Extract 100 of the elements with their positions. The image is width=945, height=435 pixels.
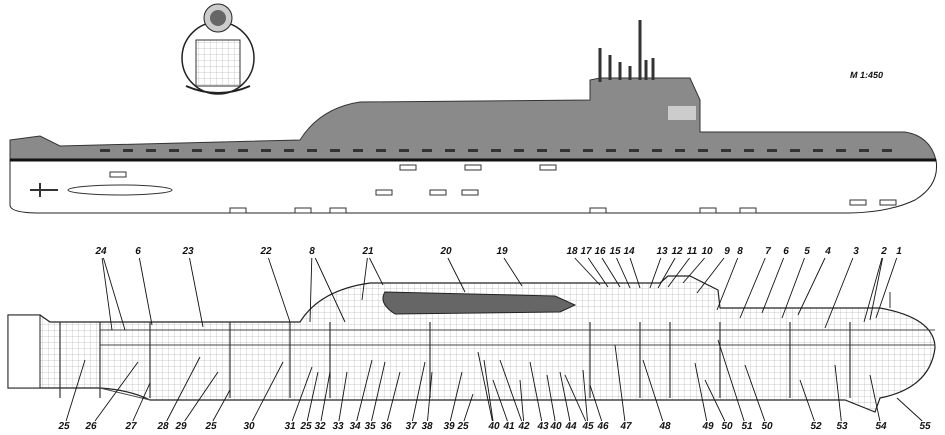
leader-line [864, 258, 882, 322]
leader-line [782, 258, 805, 318]
leader-line [314, 258, 346, 322]
leader-line [716, 258, 738, 310]
leader-line [292, 366, 312, 422]
callout-number: 37 [404, 421, 418, 433]
callout-number: 55 [918, 421, 932, 433]
callout-number: 48 [658, 421, 672, 433]
leader-line [616, 258, 630, 288]
leader-line [212, 390, 230, 422]
leader-line [362, 258, 368, 300]
leader-line [896, 398, 923, 422]
callout-number: 30 [242, 421, 256, 433]
callout-number: 29 [174, 421, 188, 433]
callout-number: 6 [779, 246, 793, 258]
leader-line [492, 380, 508, 422]
leader-line [588, 258, 608, 288]
leader-line [138, 258, 152, 326]
leader-line [306, 372, 318, 422]
callout-number: 38 [420, 421, 434, 433]
leader-line [718, 340, 745, 422]
callout-number: 22 [259, 246, 273, 258]
callout-number: 8 [305, 246, 319, 258]
callout-number: 45 [581, 421, 595, 433]
callout-number: 31 [283, 421, 297, 433]
leader-line [590, 384, 602, 422]
leader-line [530, 362, 542, 422]
leader-line [252, 362, 284, 422]
leader-line [310, 258, 312, 322]
callout-number: 2 [877, 246, 891, 258]
callout-number: 13 [655, 246, 669, 258]
leader-line [642, 360, 664, 422]
callout-number: 4 [821, 246, 835, 258]
callout-number: 1 [892, 246, 906, 258]
callout-number: 5 [800, 246, 814, 258]
leader-line [320, 372, 330, 422]
callout-number: 49 [701, 421, 715, 433]
leader-line [520, 380, 524, 422]
leader-line [102, 258, 112, 330]
leader-line [504, 258, 522, 286]
leader-line [484, 360, 494, 422]
leader-line [650, 258, 662, 288]
leader-line [740, 258, 766, 318]
callout-number: 47 [619, 421, 633, 433]
leader-line [546, 374, 556, 422]
callout-number: 17 [579, 246, 593, 258]
leader-line [744, 364, 766, 422]
leader-line [464, 394, 474, 422]
leader-line [762, 258, 784, 314]
callout-number: 33 [331, 421, 345, 433]
leader-line [94, 362, 138, 422]
leader-line [870, 374, 880, 422]
leader-line [682, 258, 706, 284]
callout-number: 20 [439, 246, 453, 258]
leader-line [560, 372, 570, 422]
callout-number: 42 [517, 421, 531, 433]
leader-line [447, 258, 466, 292]
leader-line [630, 258, 640, 288]
leader-line [798, 258, 826, 316]
leader-line [369, 258, 384, 286]
leader-line [602, 258, 620, 288]
callout-number: 36 [379, 421, 393, 433]
callout-number: 25 [299, 421, 313, 433]
callout-number: 39 [442, 421, 456, 433]
callout-number: 40 [549, 421, 563, 433]
callout-number: 9 [720, 246, 734, 258]
leader-line [668, 258, 690, 288]
callout-number: 46 [596, 421, 610, 433]
leader-line [371, 362, 386, 422]
callout-number: 54 [874, 421, 888, 433]
leader-line [427, 372, 432, 422]
leader-line [450, 372, 462, 422]
leader-line [356, 360, 372, 422]
callout-number: 25 [57, 421, 71, 433]
callout-number: 53 [835, 421, 849, 433]
leader-line [412, 362, 426, 422]
callout-number: 21 [361, 246, 375, 258]
callout-number: 23 [181, 246, 195, 258]
leader-line [824, 258, 854, 328]
callout-number: 7 [761, 246, 775, 258]
leader-line [582, 370, 588, 422]
callout-number: 6 [131, 246, 145, 258]
callout-number: 18 [565, 246, 579, 258]
leader-line [166, 356, 200, 422]
callout-number: 3 [849, 246, 863, 258]
callout-number: 32 [313, 421, 327, 433]
leader-line [870, 258, 884, 320]
callout-number: 12 [670, 246, 684, 258]
leader-line [876, 258, 898, 318]
leader-line [500, 360, 522, 422]
callout-number: 10 [700, 246, 714, 258]
callout-number: 26 [84, 421, 98, 433]
leader-line [132, 382, 150, 422]
callout-number: 27 [124, 421, 138, 433]
leader-line [189, 258, 204, 328]
callout-number: 14 [622, 246, 636, 258]
callout-number: 19 [495, 246, 509, 258]
callout-number: 52 [809, 421, 823, 433]
callout-number: 50 [720, 421, 734, 433]
callout-number: 16 [593, 246, 607, 258]
